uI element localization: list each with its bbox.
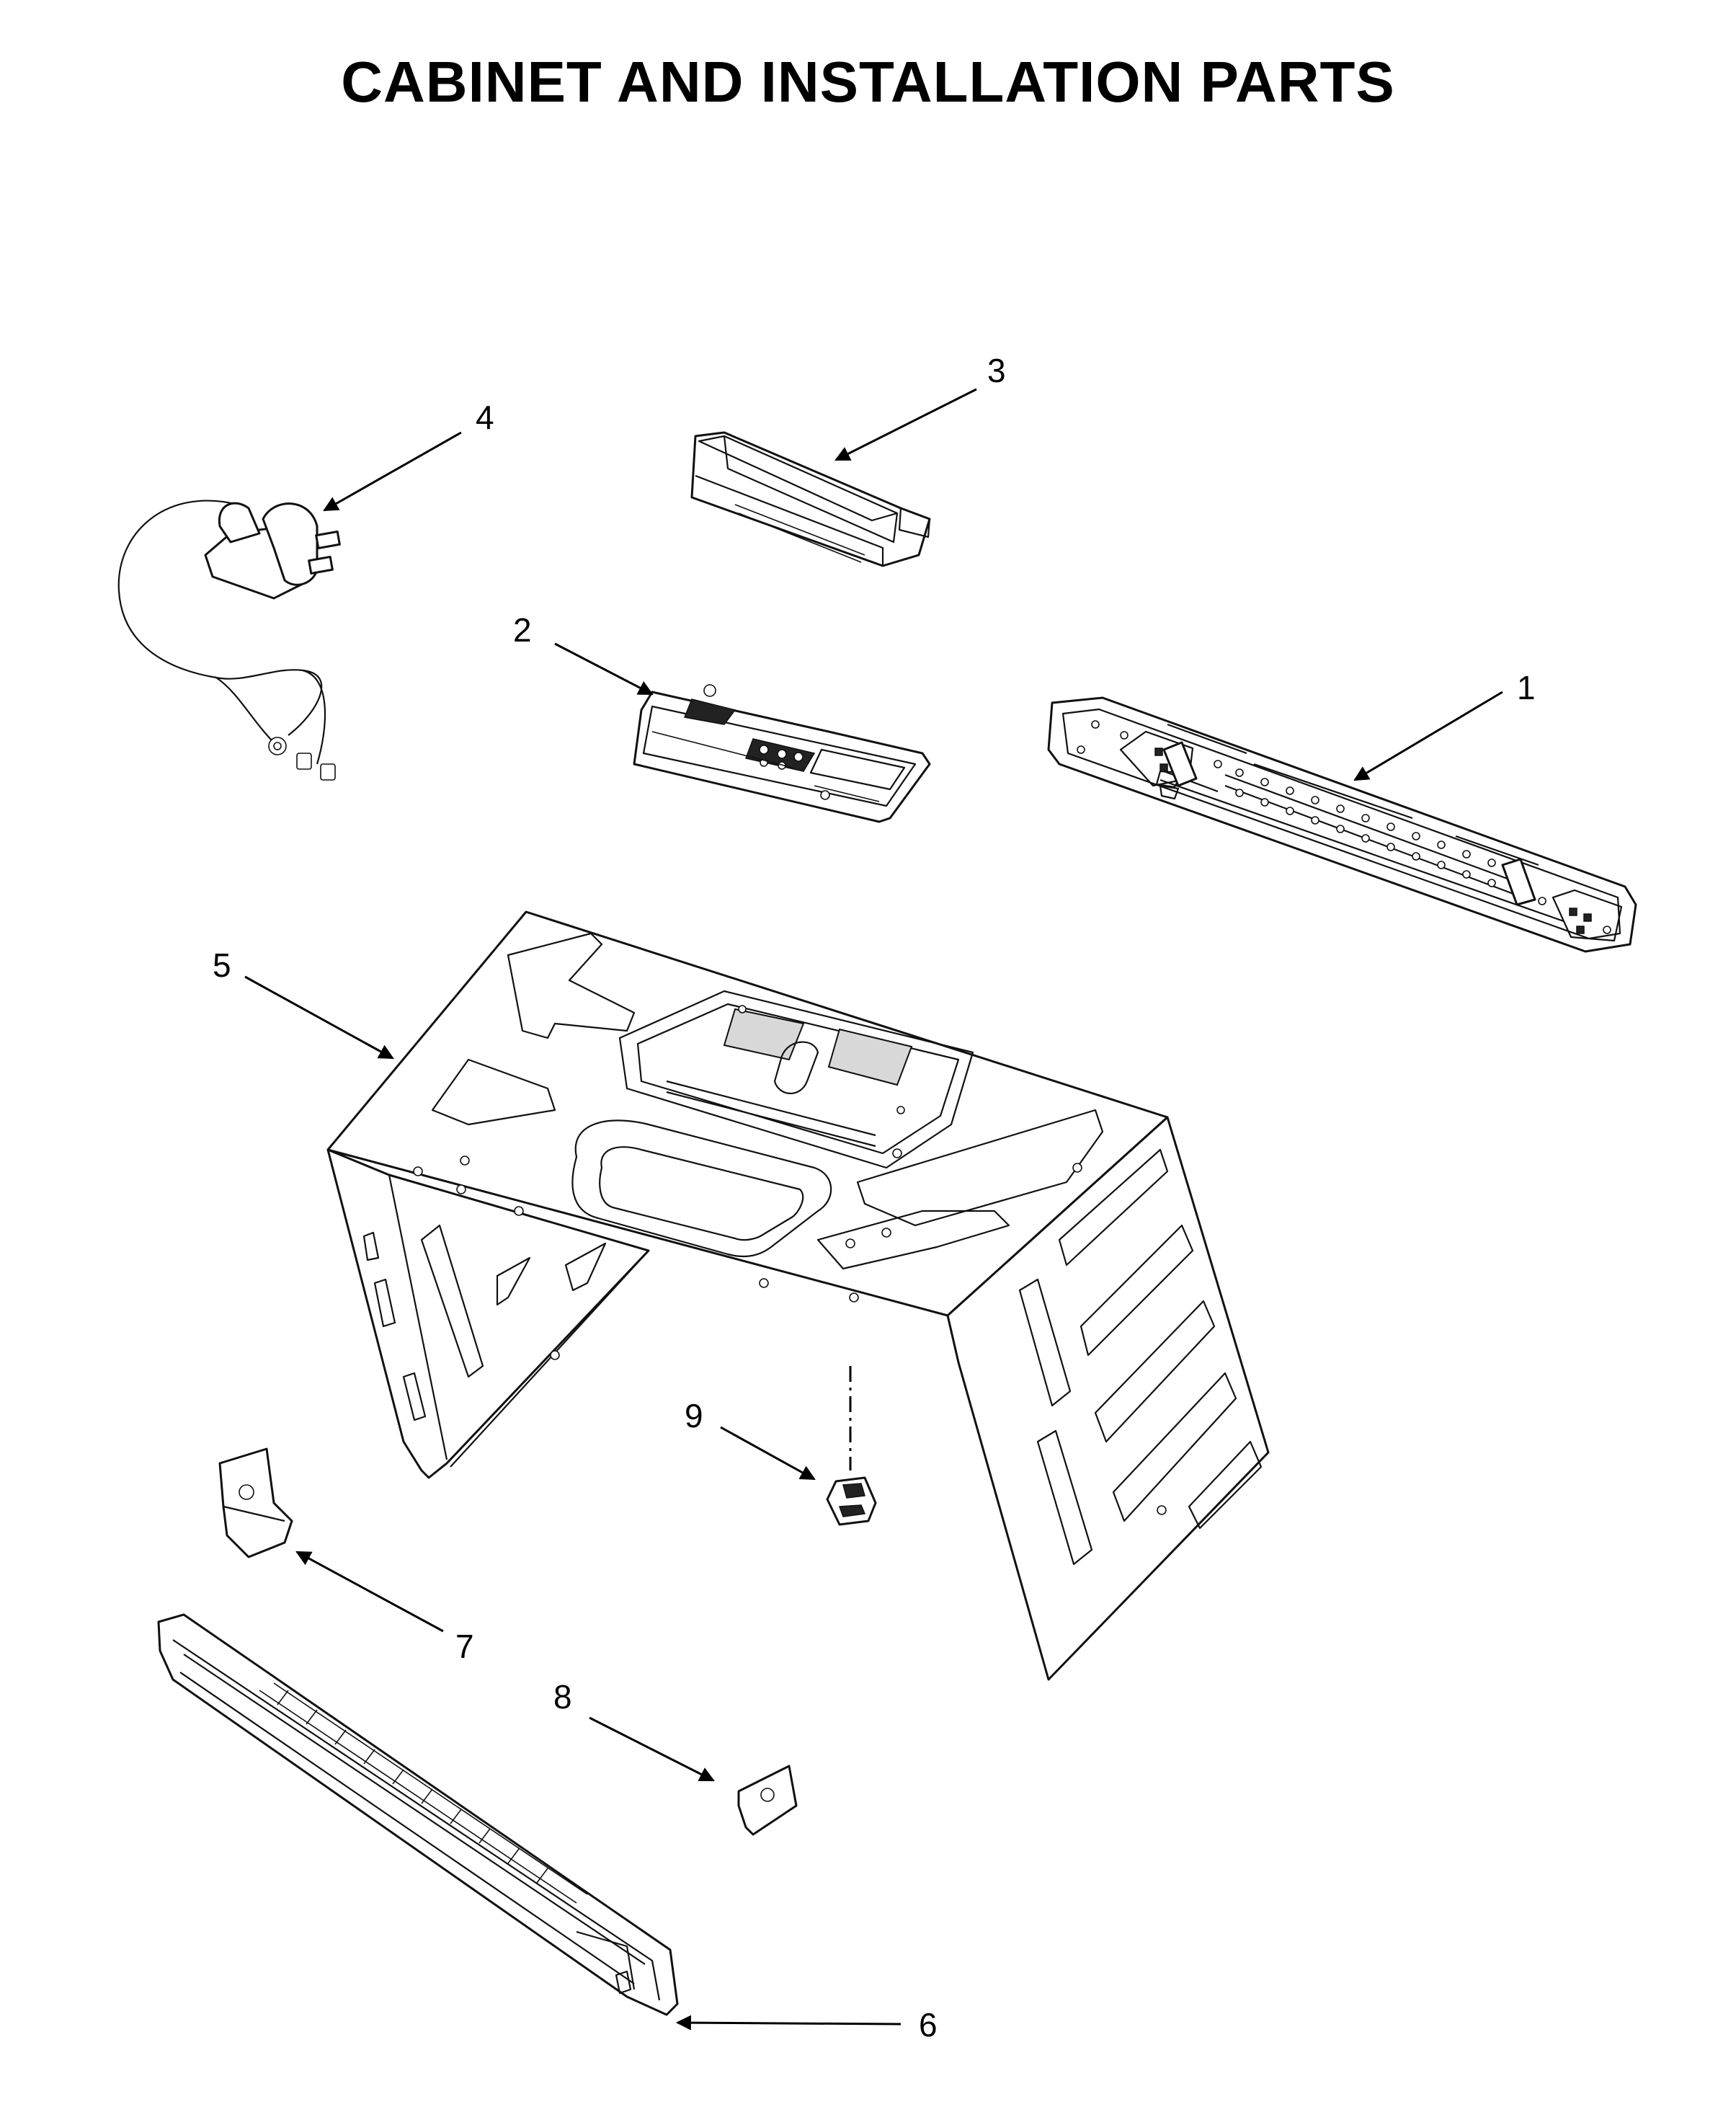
callout-9: 9 [685, 1397, 703, 1434]
part-1-wall-mounting-rail [1047, 696, 1637, 953]
rail-holes [1077, 720, 1611, 934]
part-5-cabinet-wrapper [326, 910, 1270, 1681]
page-title: CABINET AND INSTALLATION PARTS [341, 50, 1395, 114]
leader-lines [244, 388, 1503, 2031]
callout-5: 5 [213, 946, 231, 984]
part-2-mounting-plate [633, 684, 931, 823]
callout-3: 3 [987, 352, 1006, 389]
callout-8: 8 [553, 1678, 572, 1716]
callout-2: 2 [513, 611, 532, 649]
part-7-bracket [218, 1447, 293, 1558]
callout-1: 1 [1517, 669, 1536, 706]
part-4-power-cord [117, 500, 341, 781]
vent-slats [277, 1690, 548, 1884]
cabinet-screw-holes [413, 1005, 1167, 1515]
part-9-clip [826, 1476, 877, 1526]
part-8-bracket [737, 1765, 798, 1836]
part-3-vent-grille [690, 431, 931, 567]
callout-4: 4 [476, 399, 494, 436]
callout-6: 6 [919, 2006, 938, 2044]
callout-7: 7 [455, 1628, 474, 1665]
part-6-vent-trim [157, 1613, 679, 2016]
